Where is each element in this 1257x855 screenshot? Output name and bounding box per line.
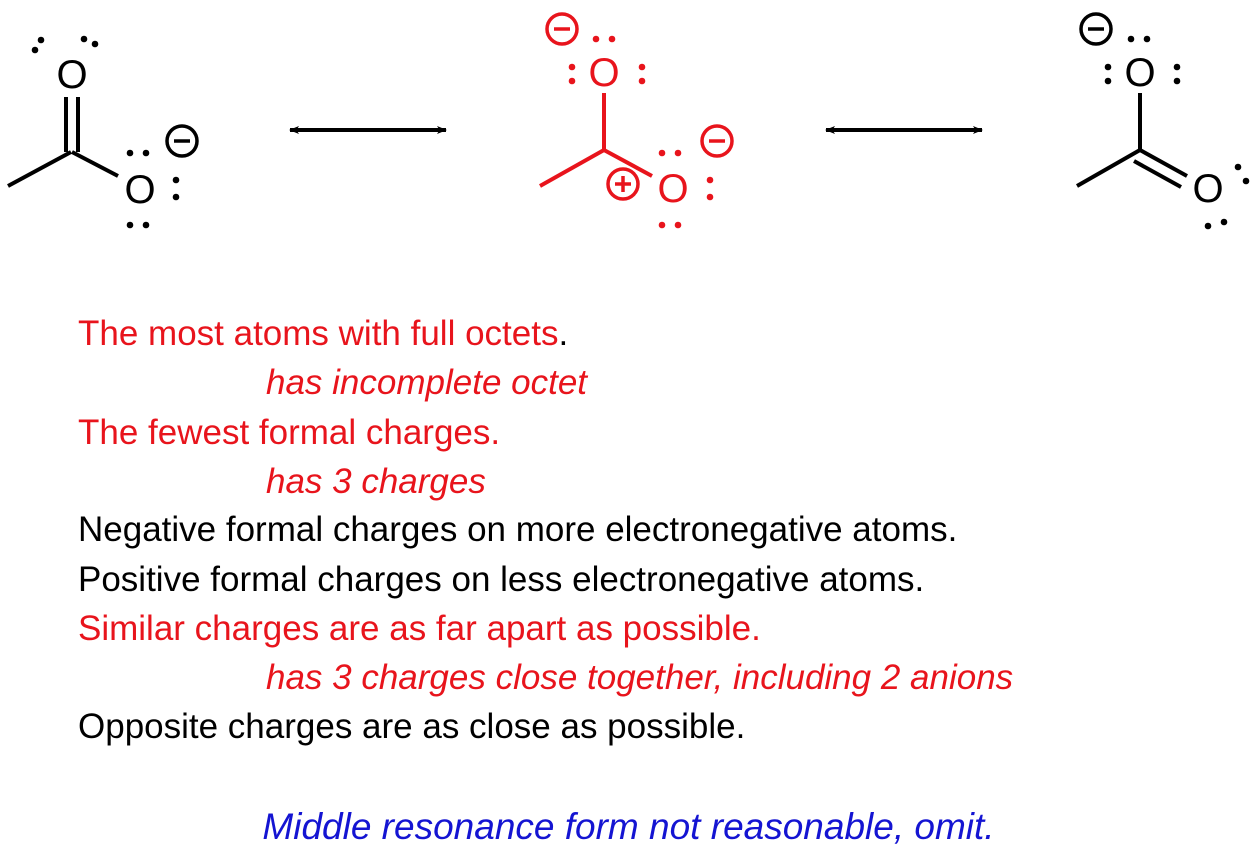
lone-pairs xyxy=(1104,35,1250,230)
criterion-negative-charges: Negative formal charges on more electron… xyxy=(78,510,958,549)
criterion-opposite-charges: Opposite charges are as close as possibl… xyxy=(78,707,746,746)
resonance-diagram: O O O O xyxy=(7,12,1250,230)
negative-charge-icon xyxy=(700,124,734,158)
criterion-period: . xyxy=(558,314,569,353)
atom-O-right: O xyxy=(657,167,688,211)
atom-O-top: O xyxy=(588,51,619,95)
criterion-full-octets: The most atoms with full octets. xyxy=(78,314,568,354)
criterion-positive-charges: Positive formal charges on less electron… xyxy=(78,560,925,599)
atom-O-top: O xyxy=(1124,51,1155,95)
lone-pairs xyxy=(31,35,180,229)
lone-pairs xyxy=(568,35,714,229)
criterion-text: The most atoms with full octets xyxy=(78,314,559,353)
resonance-structure-middle: O O xyxy=(539,12,734,229)
resonance-structure-right: O O xyxy=(1076,12,1250,230)
positive-charge-icon xyxy=(606,167,640,201)
note-incomplete-octet: has incomplete octet xyxy=(266,363,588,402)
negative-charge-icon xyxy=(545,12,579,46)
negative-charge-icon xyxy=(165,124,199,158)
atom-O-carbonyl: O xyxy=(1192,167,1223,211)
resonance-structure-left: O O xyxy=(7,35,199,229)
negative-charge-icon xyxy=(1079,12,1113,46)
conclusion-text: Middle resonance form not reasonable, om… xyxy=(262,806,995,847)
criterion-similar-charges: Similar charges are as far apart as poss… xyxy=(78,609,761,648)
atom-O-carbonyl: O xyxy=(56,53,87,97)
criterion-fewest-charges: The fewest formal charges. xyxy=(78,413,501,452)
atom-O-anion: O xyxy=(124,168,155,212)
note-charges-close-together: has 3 charges close together, including … xyxy=(266,658,1014,697)
note-three-charges: has 3 charges xyxy=(266,462,486,501)
